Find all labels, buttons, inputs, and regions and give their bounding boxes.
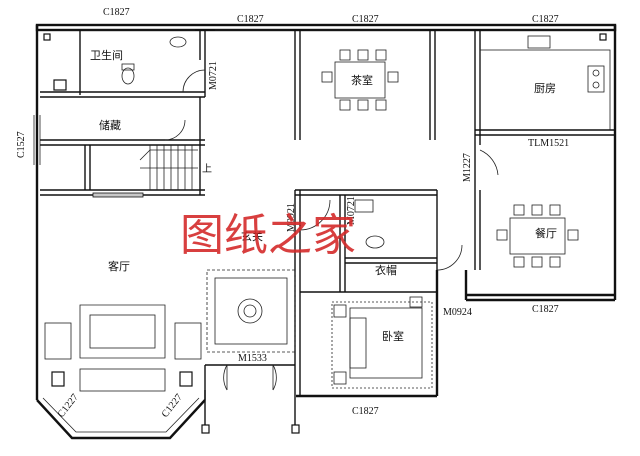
bathroom-area <box>40 30 206 98</box>
code-door-kitchen: M1227 <box>462 153 473 182</box>
code-window-left: C1527 <box>16 131 27 158</box>
stair-up-mark: 上 <box>202 163 212 175</box>
code-door-bedroom: M0924 <box>443 307 472 318</box>
room-bathroom: 卫生间 <box>90 48 123 62</box>
bed <box>331 296 433 389</box>
code-door-entry: M1533 <box>238 353 267 364</box>
stair-treads <box>139 145 198 190</box>
code-window-top-mid2: C1827 <box>352 14 379 25</box>
code-window-bottom-mid: C1827 <box>352 406 379 417</box>
tea-table <box>321 49 399 111</box>
room-storage: 储藏 <box>99 118 121 132</box>
kitchen-walls <box>474 30 615 270</box>
top-windows <box>43 29 607 41</box>
room-dining: 餐厅 <box>535 226 557 240</box>
code-window-top-left: C1827 <box>103 7 130 18</box>
entry-door <box>201 364 300 434</box>
storage-stairs <box>40 97 205 198</box>
room-living: 客厅 <box>108 259 130 273</box>
code-window-dining-bottom: C1827 <box>532 304 559 315</box>
code-door-kitchen-slide: TLM1521 <box>528 138 569 149</box>
code-window-top-mid1: C1827 <box>237 14 264 25</box>
room-bedroom: 卧室 <box>382 329 404 343</box>
code-door-wardrobe: M0721 <box>346 196 357 225</box>
room-wardrobe: 衣帽 <box>375 263 397 277</box>
room-kitchen: 厨房 <box>534 82 556 95</box>
code-door-bathroom: M0721 <box>208 61 219 90</box>
room-tea: 茶室 <box>351 73 373 87</box>
tea-room-walls <box>294 30 436 140</box>
code-window-bay-right: C1227 <box>160 392 185 420</box>
watermark: 图纸之家 <box>180 210 356 261</box>
code-door-foyer: M0921 <box>286 203 297 232</box>
code-window-bay-left: C1227 <box>56 392 81 420</box>
living-room <box>44 269 296 392</box>
room-foyer: 玄关 <box>241 229 263 243</box>
left-window <box>33 115 41 165</box>
dining-table <box>496 204 579 268</box>
code-window-top-right: C1827 <box>532 14 559 25</box>
